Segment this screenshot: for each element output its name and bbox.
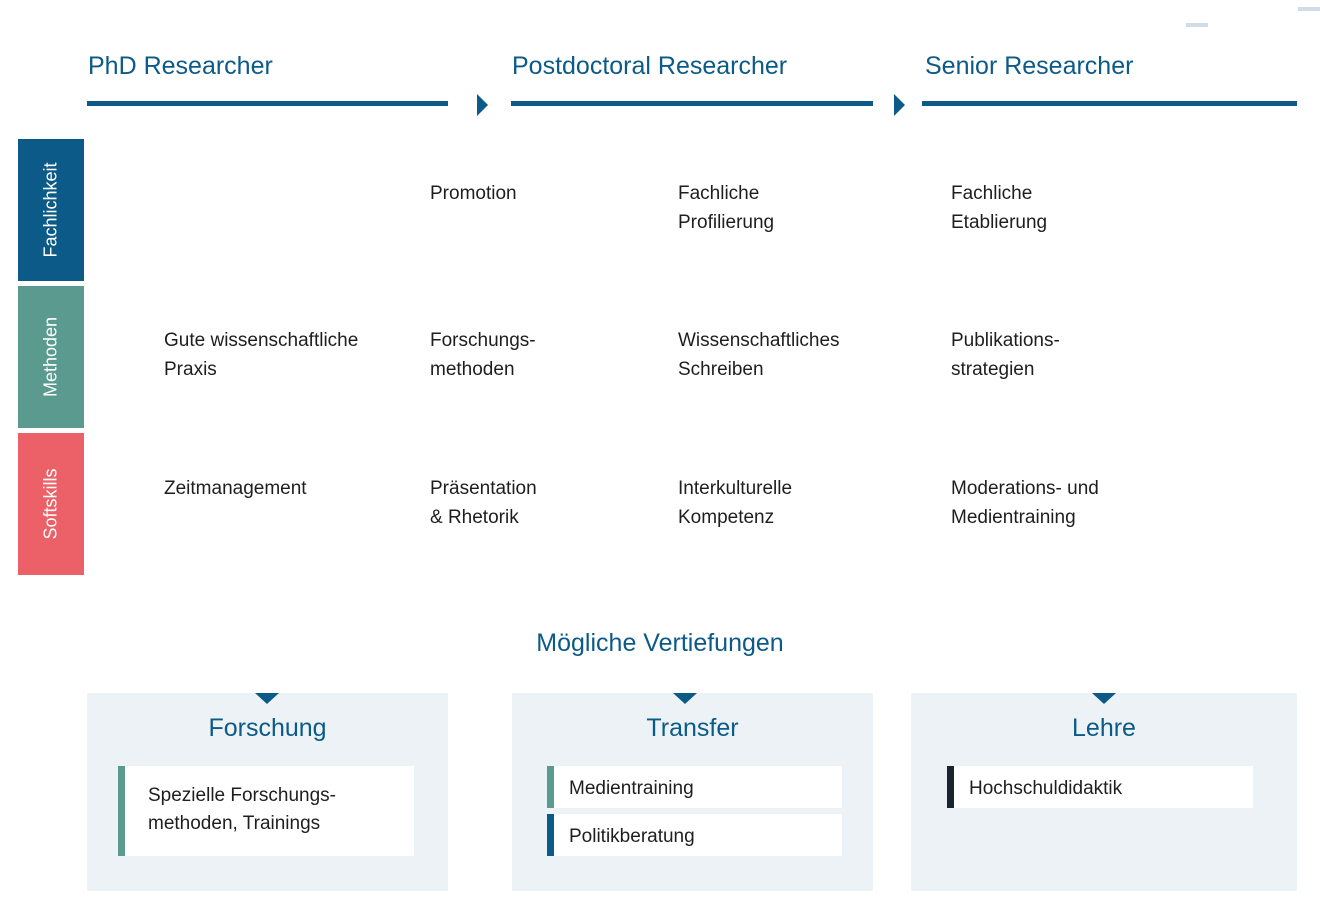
item-accent-bar: [118, 766, 125, 856]
grid-cell: Fachliche Etablierung: [951, 183, 1048, 233]
list-item: Medientraining: [547, 766, 842, 808]
grid-cell: Wissenschaftliches Schreiben: [678, 330, 840, 380]
grid-cell: Zeitmanagement: [164, 478, 307, 499]
panel-title: Lehre: [1072, 714, 1136, 742]
stage-line-phd: [87, 101, 448, 106]
panel-transfer: Transfer Medientraining Politikberatung: [512, 693, 873, 891]
stage-title-senior: Senior Researcher: [925, 52, 1134, 80]
grid-cell: Publikations- strategien: [951, 330, 1060, 380]
grid-cell: Moderations- und Medientraining: [951, 478, 1099, 528]
panel-lehre: Lehre Hochschuldidaktik: [911, 693, 1297, 891]
item-label: Politikberatung: [569, 826, 695, 847]
arrow-right-icon: [477, 94, 488, 116]
category-methoden: Methoden: [18, 286, 84, 428]
triangle-down-icon: [673, 693, 697, 704]
item-accent-bar: [547, 814, 554, 856]
grid-cell: Gute wissenschaftliche Praxis: [164, 330, 359, 380]
grid-cell: Fachliche Profilierung: [678, 183, 775, 233]
item-accent-bar: [547, 766, 554, 808]
grid-cell: Promotion: [430, 183, 517, 204]
section-title: Mögliche Vertiefungen: [536, 629, 784, 657]
triangle-down-icon: [1092, 693, 1116, 704]
triangle-down-icon: [255, 693, 279, 704]
category-label: Softskills: [40, 468, 61, 540]
panel-forschung: Forschung Spezielle Forschungs- methoden…: [87, 693, 448, 891]
category-softskills: Softskills: [18, 433, 84, 575]
category-fachlichkeit: Fachlichkeit: [18, 139, 84, 281]
item-label: Spezielle Forschungs- methoden, Training…: [148, 785, 336, 834]
panel-title: Forschung: [208, 714, 327, 742]
grid-cell: Präsentation & Rhetorik: [430, 478, 537, 528]
item-accent-bar: [947, 766, 954, 808]
stage-title-postdoc: Postdoctoral Researcher: [512, 52, 788, 80]
stage-line-postdoc: [511, 101, 873, 106]
category-label: Fachlichkeit: [40, 162, 61, 258]
list-item: Spezielle Forschungs- methoden, Training…: [118, 766, 414, 856]
grid-cell: Interkulturelle Kompetenz: [678, 478, 793, 528]
decorative-mark: [1298, 7, 1320, 11]
list-item: Hochschuldidaktik: [947, 766, 1253, 808]
stage-title-phd: PhD Researcher: [88, 52, 273, 80]
item-label: Medientraining: [569, 778, 694, 799]
list-item: Politikberatung: [547, 814, 842, 856]
decorative-mark: [1186, 23, 1208, 27]
category-label: Methoden: [40, 316, 61, 398]
stage-line-senior: [922, 101, 1297, 106]
arrow-right-icon: [894, 94, 905, 116]
grid-cell: Forschungs- methoden: [430, 330, 536, 380]
item-label: Hochschuldidaktik: [969, 778, 1123, 799]
panel-title: Transfer: [646, 714, 739, 742]
